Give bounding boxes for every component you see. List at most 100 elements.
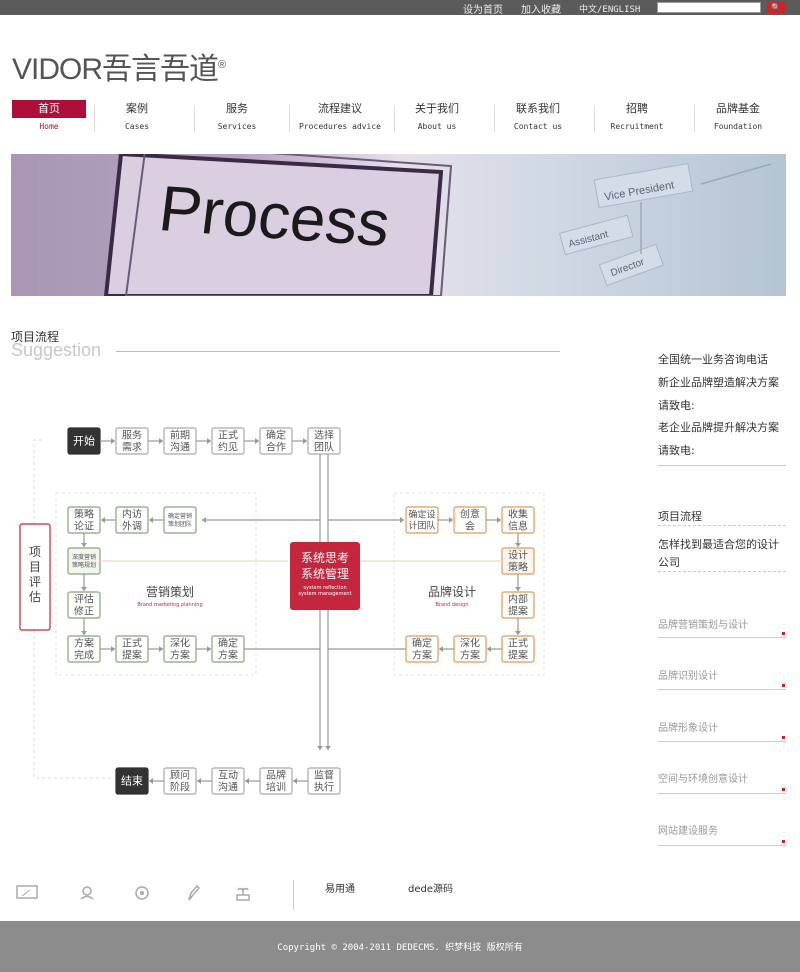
arrow-icon	[207, 646, 211, 652]
svg-text:项: 项	[29, 545, 41, 559]
nav-label-en: Foundation	[713, 122, 763, 131]
svg-text:确定: 确定	[412, 636, 432, 649]
svg-text:方案: 方案	[218, 648, 238, 661]
arrow-icon	[515, 587, 521, 591]
sidebar-contact-2: 新企业品牌塑造解决方案	[658, 376, 779, 389]
design-panel	[393, 492, 545, 676]
sidebar-dash	[658, 571, 786, 572]
svg-text:提案: 提案	[508, 604, 528, 617]
svg-text:提案: 提案	[122, 648, 142, 661]
nav-separator	[194, 106, 195, 132]
nav-label-cn: 服务	[226, 102, 248, 115]
arrow-icon	[317, 746, 323, 750]
search-button[interactable]: 🔍	[767, 2, 785, 13]
nav-label-en: Cases	[124, 122, 150, 131]
nav-item-services[interactable]: 服务 Services	[200, 100, 274, 136]
logo-text: VIDOR吾言吾道	[12, 53, 219, 86]
svg-text:方案: 方案	[460, 648, 480, 661]
language-link[interactable]: 中文/ENGLISH	[579, 5, 641, 15]
svg-text:深化: 深化	[460, 636, 480, 649]
svg-text:正式: 正式	[218, 428, 238, 441]
svg-text:方案: 方案	[170, 648, 190, 661]
svg-text:执行: 执行	[314, 780, 334, 793]
svg-text:创意: 创意	[460, 507, 480, 520]
svg-text:系统管理: 系统管理	[301, 566, 349, 581]
sidebar-service-1[interactable]: 品牌营销策划与设计	[658, 620, 748, 631]
arrow-icon	[149, 517, 153, 523]
right-node: 创意会	[453, 506, 487, 534]
search-input[interactable]	[657, 2, 761, 13]
arrow-icon	[159, 646, 163, 652]
logo[interactable]: VIDOR吾言吾道®	[12, 44, 226, 88]
svg-text:前期: 前期	[170, 428, 190, 441]
arrow-icon	[111, 438, 115, 444]
sidebar-contact-3: 请致电:	[658, 399, 695, 412]
nav-separator	[594, 106, 595, 132]
svg-text:内访: 内访	[122, 507, 142, 520]
nav-label-cn: 关于我们	[415, 102, 459, 115]
svg-text:深度营销: 深度营销	[72, 553, 96, 561]
svg-text:修正: 修正	[74, 604, 94, 617]
svg-text:策略规划: 策略规划	[72, 561, 96, 569]
sidebar-contact-1: 全国统一业务咨询电话	[658, 353, 768, 366]
svg-text:确定: 确定	[266, 428, 286, 441]
sidebar-service-2[interactable]: 品牌识别设计	[658, 671, 718, 682]
nav-separator	[94, 106, 95, 132]
flower-icon	[80, 886, 94, 900]
sidebar-service-4[interactable]: 空间与环境创意设计	[658, 774, 748, 785]
top-bar	[0, 0, 800, 15]
footer-link-2[interactable]: dede源码	[408, 884, 453, 895]
svg-text:方案: 方案	[412, 648, 432, 661]
nav-separator	[394, 106, 395, 132]
plant-icon	[236, 887, 250, 901]
svg-text:system management: system management	[298, 591, 351, 597]
svg-text:团队: 团队	[314, 440, 334, 453]
set-homepage-link[interactable]: 设为首页	[463, 5, 503, 16]
nav-label-en: Services	[217, 122, 257, 131]
sidebar-service-5[interactable]: 网站建设服务	[658, 826, 718, 837]
svg-text:培训: 培训	[266, 780, 286, 793]
svg-text:沟通: 沟通	[170, 440, 190, 453]
nav-separator	[494, 106, 495, 132]
nav-label-en: Procedures advice	[299, 122, 381, 131]
svg-text:方案: 方案	[74, 636, 94, 649]
sidebar-link-process[interactable]: 项目流程	[658, 510, 702, 523]
add-favorite-link[interactable]: 加入收藏	[521, 5, 561, 16]
bullet-icon	[782, 632, 785, 635]
svg-text:品牌: 品牌	[266, 768, 286, 781]
monitor-icon	[16, 885, 38, 899]
sidebar-divider	[658, 741, 786, 742]
sidebar-dash	[658, 525, 786, 526]
footer-link-1[interactable]: 易用通	[325, 884, 355, 895]
nav-label-en: Recruitment	[610, 122, 664, 131]
sidebar-link-find[interactable]: 怎样找到最适合您的设计公司	[658, 538, 779, 569]
svg-text:结束: 结束	[121, 775, 143, 788]
registered-mark: ®	[218, 59, 226, 71]
svg-text:策划团队: 策划团队	[168, 520, 192, 528]
svg-text:系统思考: 系统思考	[301, 551, 349, 565]
sidebar-service-3[interactable]: 品牌形象设计	[658, 723, 718, 734]
svg-text:内部: 内部	[508, 592, 528, 605]
